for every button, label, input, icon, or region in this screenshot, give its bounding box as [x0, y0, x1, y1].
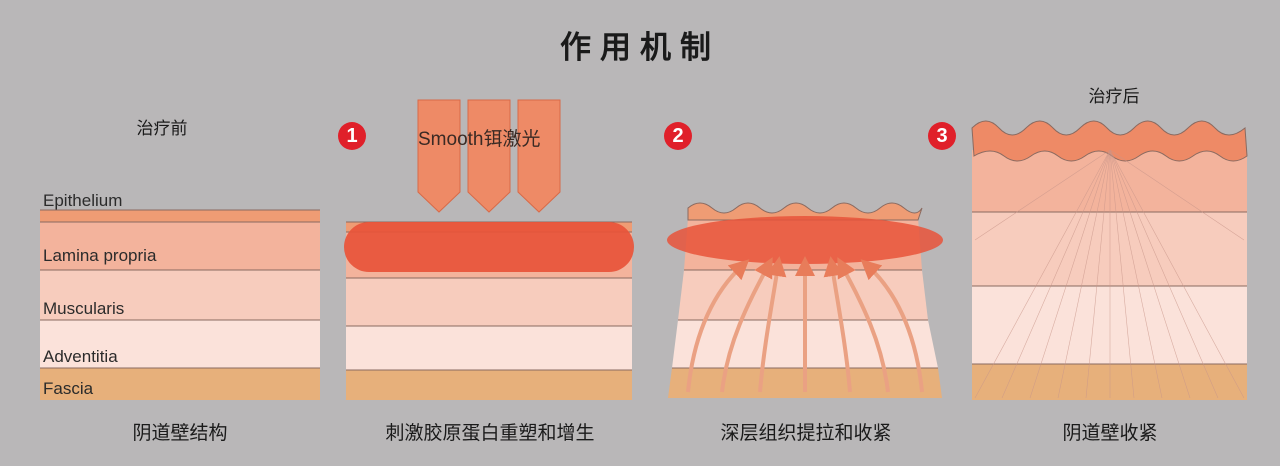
layer-muscularis — [972, 212, 1247, 286]
laser-beam — [417, 99, 461, 213]
step-badge-1: 1 — [338, 122, 366, 150]
lift-arrow — [720, 257, 773, 393]
layer-boundaries — [972, 211, 1247, 365]
layer-adventitia — [972, 286, 1247, 364]
layer-fascia — [346, 370, 632, 400]
laser-beam — [517, 99, 561, 213]
laser-label: Smooth铒激光 — [418, 129, 541, 150]
layer-epithelium — [40, 210, 320, 222]
lift-arrow — [823, 256, 852, 393]
lift-arrow — [758, 256, 787, 393]
label-adventitia: Adventitia — [43, 347, 118, 366]
before-label: 治疗前 — [136, 119, 188, 139]
caption-after: 阴道壁收紧 — [1062, 422, 1158, 444]
step-badge-3: 3 — [928, 122, 956, 150]
lift-arrows — [686, 256, 924, 393]
wavy-epithelium — [971, 120, 1248, 162]
wavy-epithelium — [687, 202, 923, 221]
layer-adventitia — [346, 326, 632, 370]
panel-lift — [667, 202, 943, 398]
collagen-fibers — [974, 149, 1245, 399]
caption-before: 阴道壁结构 — [132, 422, 228, 444]
laser-beam — [467, 99, 511, 213]
lift-arrow — [860, 259, 924, 393]
panel-laser — [344, 99, 634, 400]
layer-fascia — [972, 364, 1247, 400]
label-muscularis: Muscularis — [43, 299, 125, 318]
lift-arrow — [686, 259, 750, 393]
page-title: 作用机制 — [560, 30, 720, 66]
lift-arrow — [837, 257, 890, 393]
layer-fascia — [40, 368, 320, 400]
step-badge-2: 2 — [664, 122, 692, 150]
label-fascia: Fascia — [43, 379, 94, 398]
caption-lift: 深层组织提拉和收紧 — [720, 422, 892, 444]
layer-boundaries — [40, 209, 320, 369]
after-label: 治疗后 — [1088, 87, 1140, 107]
laser-heat-zone — [344, 222, 634, 272]
layer-muscularis — [346, 278, 632, 326]
label-lamina-propria: Lamina propria — [43, 246, 157, 265]
label-epithelium: Epithelium — [43, 191, 123, 210]
panel-after — [971, 120, 1248, 400]
panel-before — [40, 209, 320, 400]
caption-laser: 刺激胶原蛋白重塑和增生 — [385, 422, 595, 444]
laser-heat-zone — [667, 216, 943, 264]
layer-lamina-propria — [40, 222, 320, 270]
layer-muscularis — [40, 270, 320, 320]
layer-adventitia — [40, 320, 320, 368]
laser-beams — [417, 99, 561, 213]
